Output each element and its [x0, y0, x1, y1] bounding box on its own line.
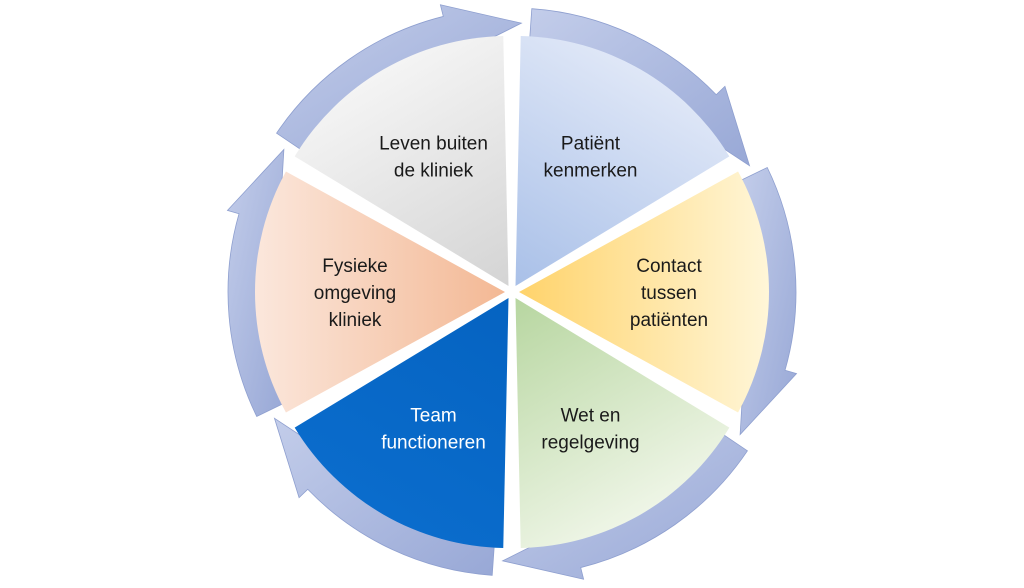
segment-label-line: tussen	[641, 283, 697, 304]
segment-label-line: Team	[410, 405, 456, 426]
segment-label-line: kliniek	[329, 310, 382, 331]
segment-contact	[519, 171, 770, 413]
segment-fysieke	[255, 171, 505, 413]
segment-label-line: de kliniek	[394, 161, 474, 182]
segment-label-line: omgeving	[314, 283, 396, 304]
segment-label-team: Team functioneren	[381, 405, 486, 453]
segment-wet	[515, 298, 730, 549]
segment-label-line: patiënten	[630, 310, 708, 331]
segment-label-contact: Contact tussen patiënten	[630, 256, 708, 331]
segment-label-line: Leven buiten	[379, 134, 488, 155]
cycle-segments	[255, 35, 770, 549]
segment-label-line: functioneren	[381, 432, 486, 453]
segment-label-wet: Wet en regelgeving	[541, 405, 639, 453]
segment-label-leven: Leven buiten de kliniek	[379, 134, 488, 182]
segment-label-line: Wet en	[561, 405, 621, 426]
segment-label-line: Fysieke	[322, 256, 387, 277]
segment-leven	[294, 35, 509, 286]
segment-team	[294, 298, 509, 549]
segment-label-line: regelgeving	[541, 432, 639, 453]
segment-label-line: Patiënt	[561, 134, 621, 155]
segment-label-fysieke: Fysieke omgeving kliniek	[314, 256, 396, 331]
segment-label-line: Contact	[636, 256, 702, 277]
segment-patient	[515, 35, 730, 286]
segment-label-patient: Patiënt kenmerken	[544, 134, 638, 182]
segment-label-line: kenmerken	[544, 161, 638, 182]
